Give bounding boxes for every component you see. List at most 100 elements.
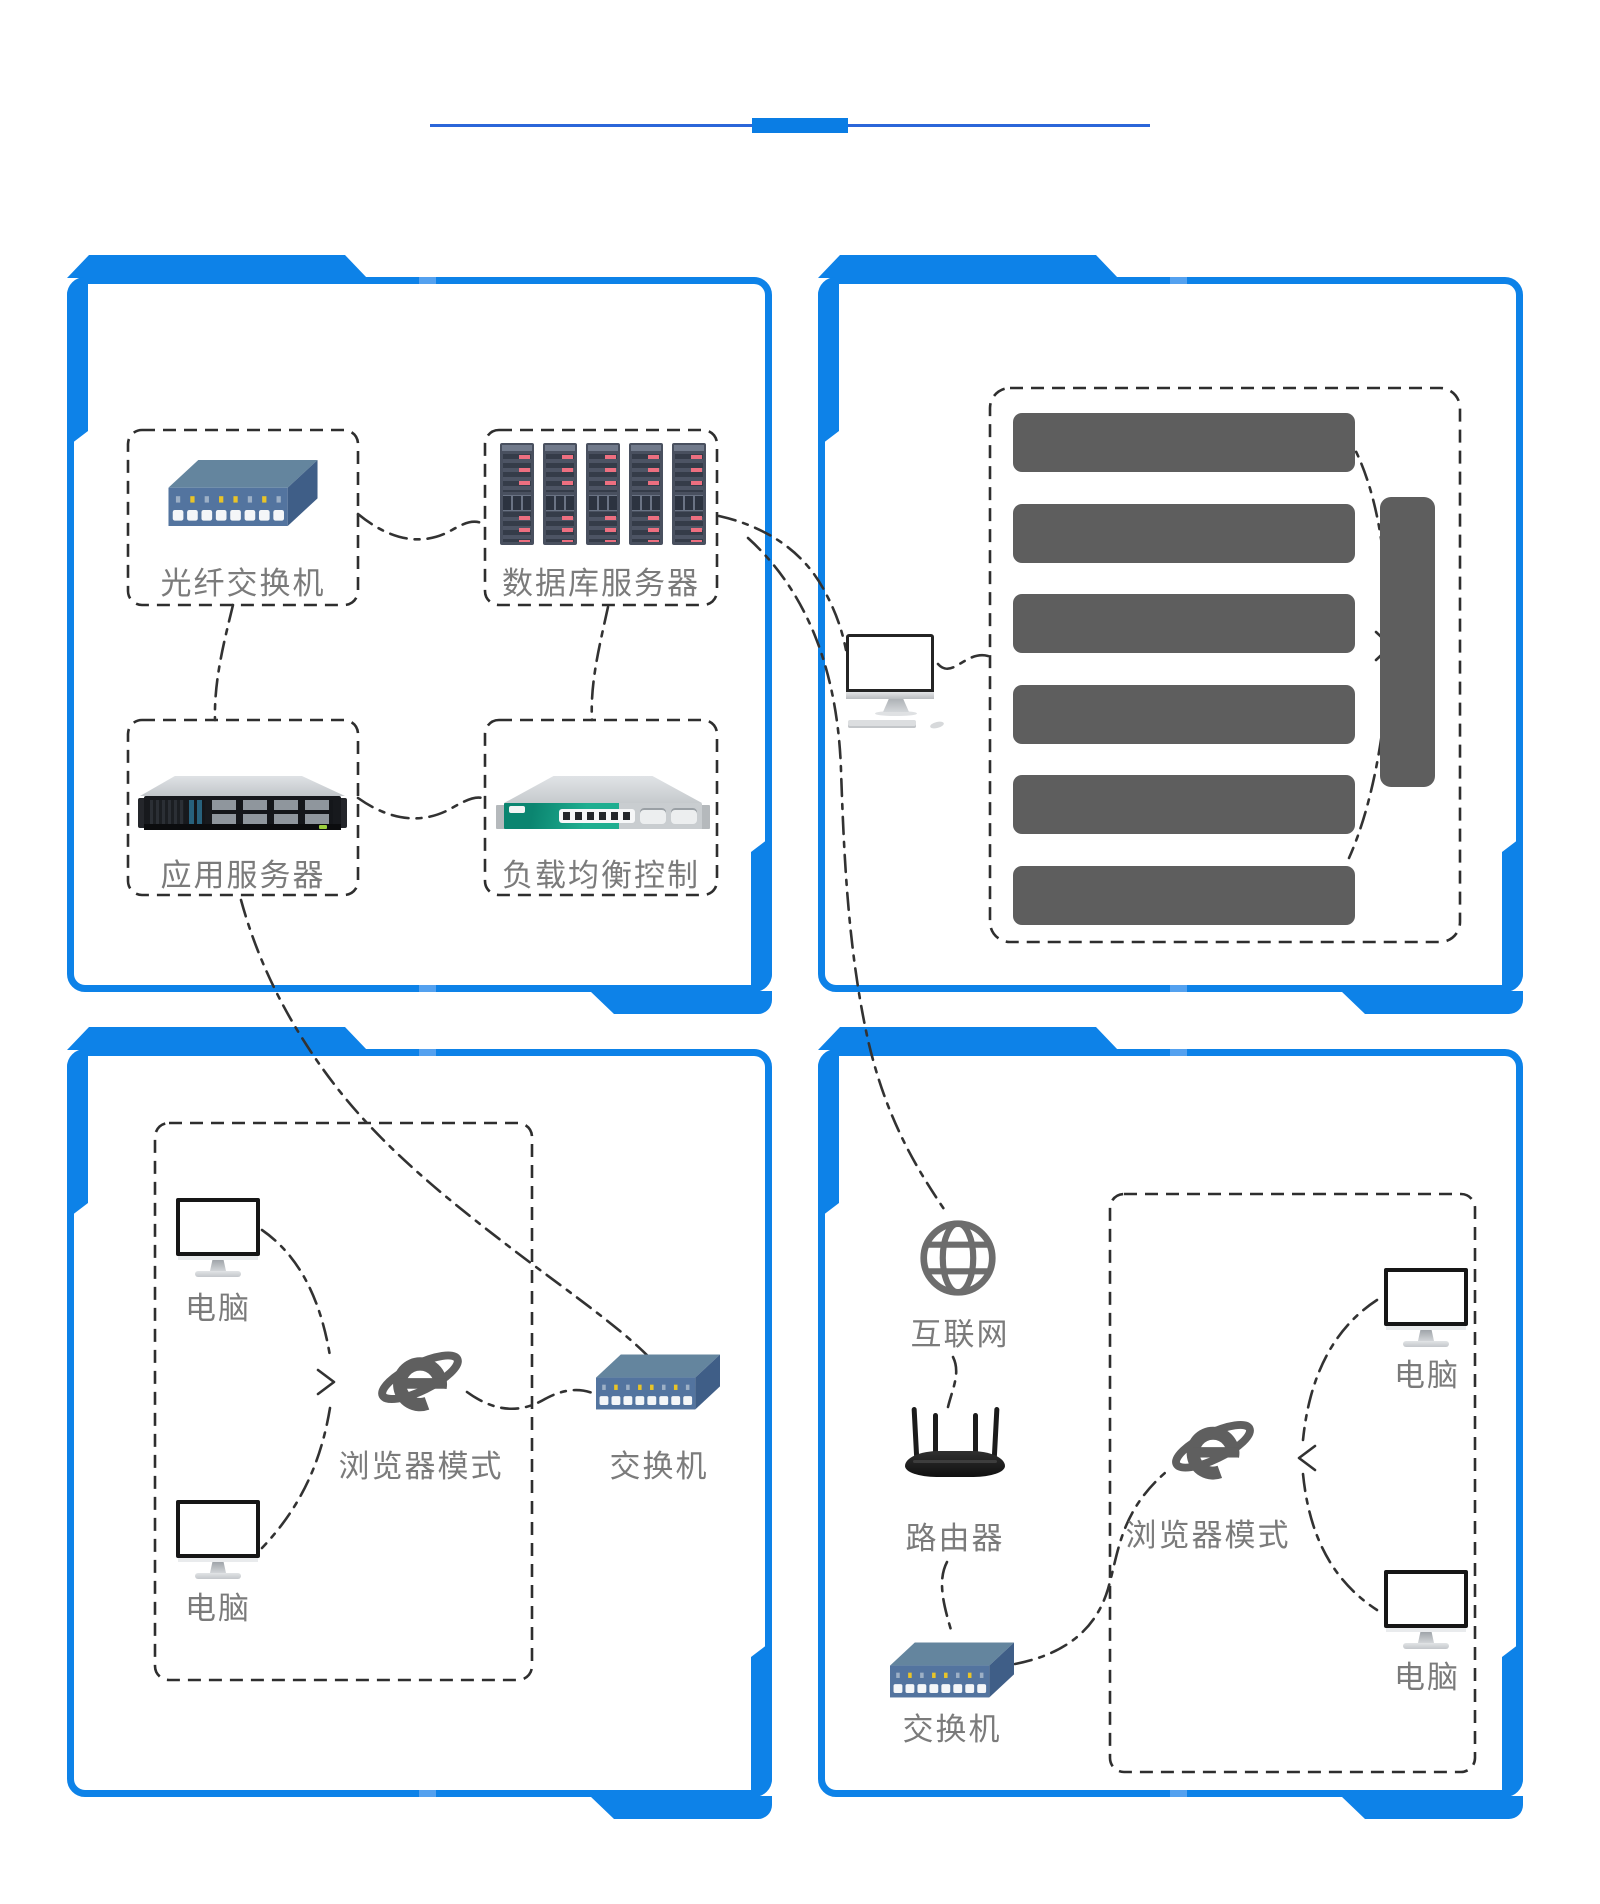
- computer-label: 电脑: [185, 1291, 251, 1326]
- computer-label: 电脑: [1394, 1358, 1460, 1393]
- panel-notch: [1170, 277, 1187, 284]
- router-label: 路由器: [905, 1521, 1005, 1556]
- panel-notch: [1170, 1049, 1187, 1056]
- load-balancer-logo-chip: [509, 806, 525, 813]
- panel-notch: [419, 1049, 436, 1056]
- panel-edge-decor: [751, 1641, 772, 1793]
- computer-screen: [176, 1198, 260, 1256]
- panel-notch: [419, 277, 436, 284]
- database-servers-icon: [500, 443, 706, 545]
- ie-browser-icon: [1168, 1406, 1258, 1490]
- desktop-computer-icon: [846, 634, 946, 730]
- fiber-switch-label: 光纤交换机: [160, 566, 326, 601]
- network-switch-icon: [596, 1354, 720, 1410]
- server-tower-icon: [672, 443, 706, 545]
- switch-label: 交换机: [609, 1449, 709, 1484]
- app-server-label: 应用服务器: [160, 858, 326, 893]
- computer-stand: [883, 699, 909, 712]
- panel-tab-decor: [1341, 1796, 1523, 1819]
- panel-edge-decor: [818, 281, 839, 447]
- load-balancer-label: 负载均衡控制: [502, 858, 700, 893]
- computer-screen: [846, 634, 934, 692]
- load-balancer-ports: [559, 808, 635, 823]
- server-tower-icon: [629, 443, 663, 545]
- panel-tab-decor: [818, 255, 1118, 278]
- panel-edge-decor: [67, 281, 88, 447]
- computer-base: [195, 1573, 241, 1579]
- panel-notch: [419, 985, 436, 992]
- browser-mode-label: 浏览器模式: [338, 1449, 504, 1484]
- app-server-led: [319, 825, 327, 829]
- keyboard-icon: [848, 720, 916, 728]
- app-server-drive-bays: [212, 800, 333, 825]
- report-bar: [1013, 594, 1355, 653]
- ie-browser-icon: [374, 1336, 466, 1422]
- report-bar-list: [1013, 413, 1355, 925]
- computer-icon: [176, 1500, 260, 1579]
- router-body-line: [913, 1460, 997, 1463]
- computer-base: [1403, 1341, 1449, 1347]
- network-switch-icon: [890, 1642, 1014, 1698]
- computer-base: [195, 1271, 241, 1277]
- report-bar: [1013, 504, 1355, 563]
- server-tower-icon: [543, 443, 577, 545]
- panel-tab-decor: [590, 991, 772, 1014]
- panel-notch: [1170, 1790, 1187, 1797]
- computer-label: 电脑: [185, 1591, 251, 1626]
- panel-edge-decor: [1502, 836, 1523, 988]
- computer-stand: [210, 1260, 226, 1271]
- router-antenna: [933, 1413, 938, 1463]
- panel-border: [67, 1049, 772, 1797]
- load-balancer-icon: [496, 776, 710, 834]
- panel-tab-decor: [67, 1027, 367, 1050]
- computer-bezel: [178, 1256, 258, 1260]
- fiber-switch-icon: [168, 460, 318, 526]
- computer-bezel: [178, 1558, 258, 1562]
- computer-stand: [1418, 1632, 1434, 1643]
- report-bar: [1013, 775, 1355, 834]
- computer-icon: [1384, 1268, 1468, 1347]
- panel-edge-decor: [1502, 1641, 1523, 1793]
- computer-stand: [210, 1562, 226, 1573]
- app-server-psu: [150, 800, 184, 825]
- computer-screen: [1384, 1570, 1468, 1628]
- app-server-top: [140, 776, 345, 796]
- panel-browser-lan-left: [67, 1027, 772, 1819]
- internet-label: 互联网: [910, 1317, 1010, 1352]
- panel-tab-decor: [818, 1027, 1118, 1050]
- load-balancer-ear: [701, 805, 710, 829]
- report-bar: [1013, 685, 1355, 744]
- load-balancer-top: [504, 776, 702, 803]
- computer-label: 电脑: [1394, 1660, 1460, 1695]
- load-balancer-tag: [671, 808, 697, 824]
- panel-tab-decor: [67, 255, 367, 278]
- switch-label: 交换机: [902, 1712, 1002, 1747]
- router-body: [905, 1451, 1005, 1477]
- load-balancer-tag: [640, 808, 666, 824]
- summary-bar: [1380, 497, 1435, 787]
- panel-notch: [1170, 985, 1187, 992]
- browser-mode-label: 浏览器模式: [1125, 1518, 1291, 1553]
- router-icon: [905, 1405, 1005, 1489]
- router-antenna: [973, 1413, 978, 1463]
- computer-base: [1403, 1643, 1449, 1649]
- computer-bezel: [1386, 1326, 1466, 1330]
- panel-notch: [419, 1790, 436, 1797]
- app-server-icon: [138, 776, 347, 838]
- app-server-strip: [144, 824, 341, 830]
- panel-edge-decor: [818, 1053, 839, 1219]
- globe-icon: [918, 1218, 998, 1298]
- load-balancer-front: [504, 803, 702, 829]
- app-server-front: [144, 796, 341, 830]
- computer-icon: [1384, 1570, 1468, 1649]
- panel-edge-decor: [67, 1053, 88, 1219]
- computer-chin: [846, 692, 934, 699]
- server-tower-icon: [500, 443, 534, 545]
- title-divider-block: [752, 118, 848, 133]
- panel-tab-decor: [590, 1796, 772, 1819]
- panel-edge-decor: [751, 836, 772, 988]
- computer-bezel: [1386, 1628, 1466, 1632]
- report-bar: [1013, 866, 1355, 925]
- computer-stand: [1418, 1330, 1434, 1341]
